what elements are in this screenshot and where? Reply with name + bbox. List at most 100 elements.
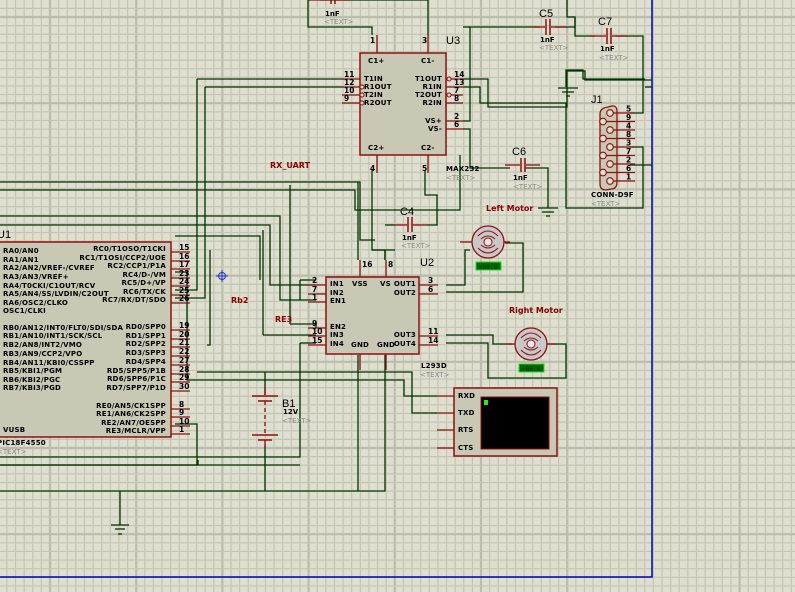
u1-pin-name: RD0/SPP0 — [126, 323, 166, 331]
ground-symbol — [558, 87, 578, 97]
pin-number: 14 — [428, 336, 438, 345]
terminal-pin-name: RTS — [458, 426, 474, 434]
u2-ref: U2 — [420, 257, 434, 269]
terminal-cursor — [484, 400, 488, 405]
u2-pin-name: EN2 — [330, 323, 346, 331]
cap-value: 1nF — [540, 36, 555, 44]
u1-pin-name: RD5/SPP5/P1B — [107, 367, 166, 375]
u1-ref: U1 — [0, 229, 11, 241]
pin-number: 10 — [179, 417, 189, 426]
d9-pin-contact — [599, 168, 607, 177]
pin-number: 7 — [626, 147, 631, 156]
u1-pin-name: RB0/AN12/INT0/FLT0/SDI/SDA — [3, 324, 124, 332]
pin-number: 16 — [179, 252, 189, 261]
u1-pin-name: RB1/AN10/INT1/SCK/SCL — [3, 332, 103, 340]
u3-pin-name: T1OUT — [415, 75, 442, 83]
u1-pin-name: RD6/SPP6/P1C — [107, 375, 166, 383]
net-label-rx-uart[interactable]: RX_UART — [270, 161, 311, 170]
u1-pin-name: OSC1/CLKI — [3, 307, 46, 315]
pin-number: 15 — [312, 336, 322, 345]
pin-number: 19 — [179, 321, 189, 330]
cap-value: 1nF — [513, 174, 528, 182]
u1-pin-name: RC1/T1OSI/CCP2/UOE — [79, 254, 166, 262]
d9-pin-contact — [606, 160, 614, 168]
u1-pic18f4550[interactable]: U1 RA0/AN0RA1/AN1RA2/AN2/VREF-/CVREFRA3/… — [0, 229, 190, 456]
net-label-re3[interactable]: RE3 — [275, 315, 292, 324]
pin-number: 28 — [179, 365, 189, 374]
pin-number: 8 — [388, 260, 393, 269]
capacitor-c7[interactable]: C7 1nF <TEXT> — [590, 16, 629, 62]
u3-pin-name: VS+ — [425, 117, 442, 125]
battery-b1[interactable]: B1 12V <TEXT> — [252, 387, 312, 448]
pin-number: 12 — [344, 78, 354, 87]
pin-number: 4 — [370, 164, 375, 173]
pin-number: 14 — [454, 70, 464, 79]
u1-pin-name: RA3/AN3/VREF+ — [3, 273, 69, 281]
pin-number: 16 — [362, 260, 372, 269]
terminal-pin-name: TXD — [458, 409, 475, 417]
u1-pin-name: RB6/KBI2/PGC — [3, 376, 60, 384]
pin-number: 24 — [179, 277, 189, 286]
u2-pin-name: IN2 — [330, 289, 344, 297]
u3-ref: U3 — [446, 35, 460, 47]
pin-number: 9 — [312, 319, 317, 328]
d9-pin-contact — [606, 177, 614, 185]
pin-number: 7 — [454, 86, 459, 95]
capacitor-c5[interactable]: C5 1nF <TEXT> — [532, 8, 569, 52]
pin-number: 15 — [179, 243, 189, 252]
pin-name: C2- — [421, 144, 435, 152]
pin-number: 10 — [312, 327, 322, 336]
pin-number: 30 — [179, 382, 189, 391]
cap-value: 1nF — [600, 45, 615, 53]
pin-number: 3 — [428, 276, 433, 285]
cap-text: <TEXT> — [599, 54, 629, 62]
motor-label: Left Motor — [486, 204, 533, 213]
origin-marker-icon — [216, 270, 228, 282]
cap-ref: C6 — [512, 146, 526, 158]
u3-pin-name: T2OUT — [415, 91, 442, 99]
u1-pin-name: VUSB — [3, 426, 25, 434]
pin-number: 13 — [454, 78, 464, 87]
u2-pin-name: OUT2 — [394, 289, 416, 297]
cap-text: <TEXT> — [401, 242, 431, 250]
u1-text: <TEXT> — [0, 448, 27, 456]
j1-text: <TEXT> — [591, 200, 621, 208]
pin-number: 8 — [626, 130, 631, 139]
u1-pin-name: RA4/T0CKI/C1OUT/RCV — [3, 282, 96, 290]
u1-pin-name: RE0/AN5/CK1SPP — [96, 402, 166, 410]
battery-text: <TEXT> — [282, 417, 312, 425]
right-motor[interactable]: Right Motor +88.8 — [505, 306, 563, 373]
u2-part: L293D — [421, 362, 447, 370]
d9-pin-contact — [599, 151, 607, 160]
capacitor-top[interactable]: 1nF <TEXT> — [308, 0, 354, 26]
motor-label: Right Motor — [509, 306, 563, 315]
u1-part: PIC18F4550 — [0, 439, 46, 447]
u1-pin-name: RE1/AN6/CK2SPP — [96, 410, 166, 418]
u1-pin-name: RC4/D-/VM — [122, 271, 166, 279]
d9-pin-contact — [606, 126, 614, 134]
cap-text: <TEXT> — [539, 44, 569, 52]
u2-pin-name: OUT1 — [394, 280, 416, 288]
net-label-rb2[interactable]: Rb2 — [231, 296, 248, 305]
pin-number: 5 — [422, 164, 427, 173]
u2-text: <TEXT> — [420, 371, 450, 379]
battery-value: 12V — [283, 408, 299, 416]
pin-number: 23 — [179, 269, 189, 278]
pin-number: 9 — [179, 408, 184, 417]
u2-pin-name: IN3 — [330, 331, 344, 339]
capacitor-c6[interactable]: C6 1nF <TEXT> — [505, 146, 543, 191]
motor-rpm-value: +88.8 — [522, 366, 540, 373]
pin-number: 6 — [454, 120, 459, 129]
u2-pin-name: OUT3 — [394, 331, 416, 339]
pin-number: 17 — [179, 260, 189, 269]
capacitor-c4[interactable]: C4 1nF <TEXT> — [395, 206, 431, 250]
u3-pin-name: R1IN — [422, 83, 442, 91]
left-motor[interactable]: Left Motor +88.8 — [460, 204, 533, 271]
pin-name: GND — [377, 341, 395, 349]
pin-name: VS — [380, 280, 391, 288]
